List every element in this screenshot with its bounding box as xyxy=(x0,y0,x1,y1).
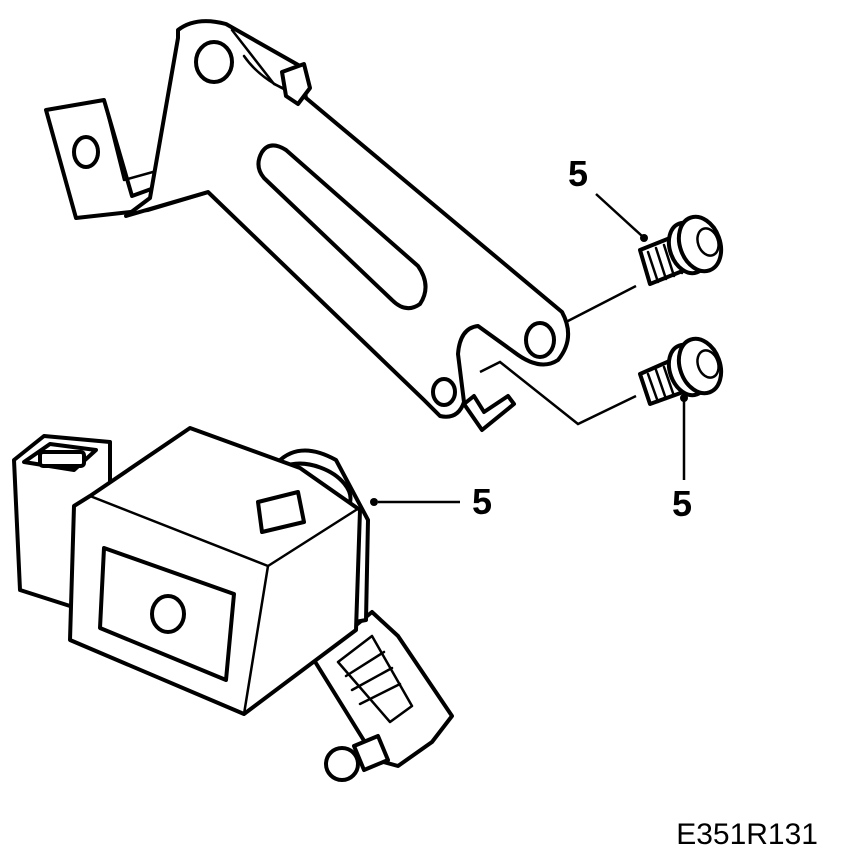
callout-label-sensor: 5 xyxy=(472,481,492,522)
callout-screw-lower: 5 xyxy=(672,394,692,524)
figure-code: E351R131 xyxy=(676,818,818,851)
screw-upper xyxy=(638,214,724,286)
level-sensor xyxy=(12,426,454,782)
mounting-bracket xyxy=(44,19,570,432)
callout-label-screw-lower: 5 xyxy=(672,483,692,524)
screw-lower xyxy=(638,336,724,406)
installation-lines xyxy=(479,284,637,426)
callout-sensor: 5 xyxy=(370,481,492,522)
callout-screw-upper: 5 xyxy=(568,153,648,242)
callout-label-screw-upper: 5 xyxy=(568,153,588,194)
